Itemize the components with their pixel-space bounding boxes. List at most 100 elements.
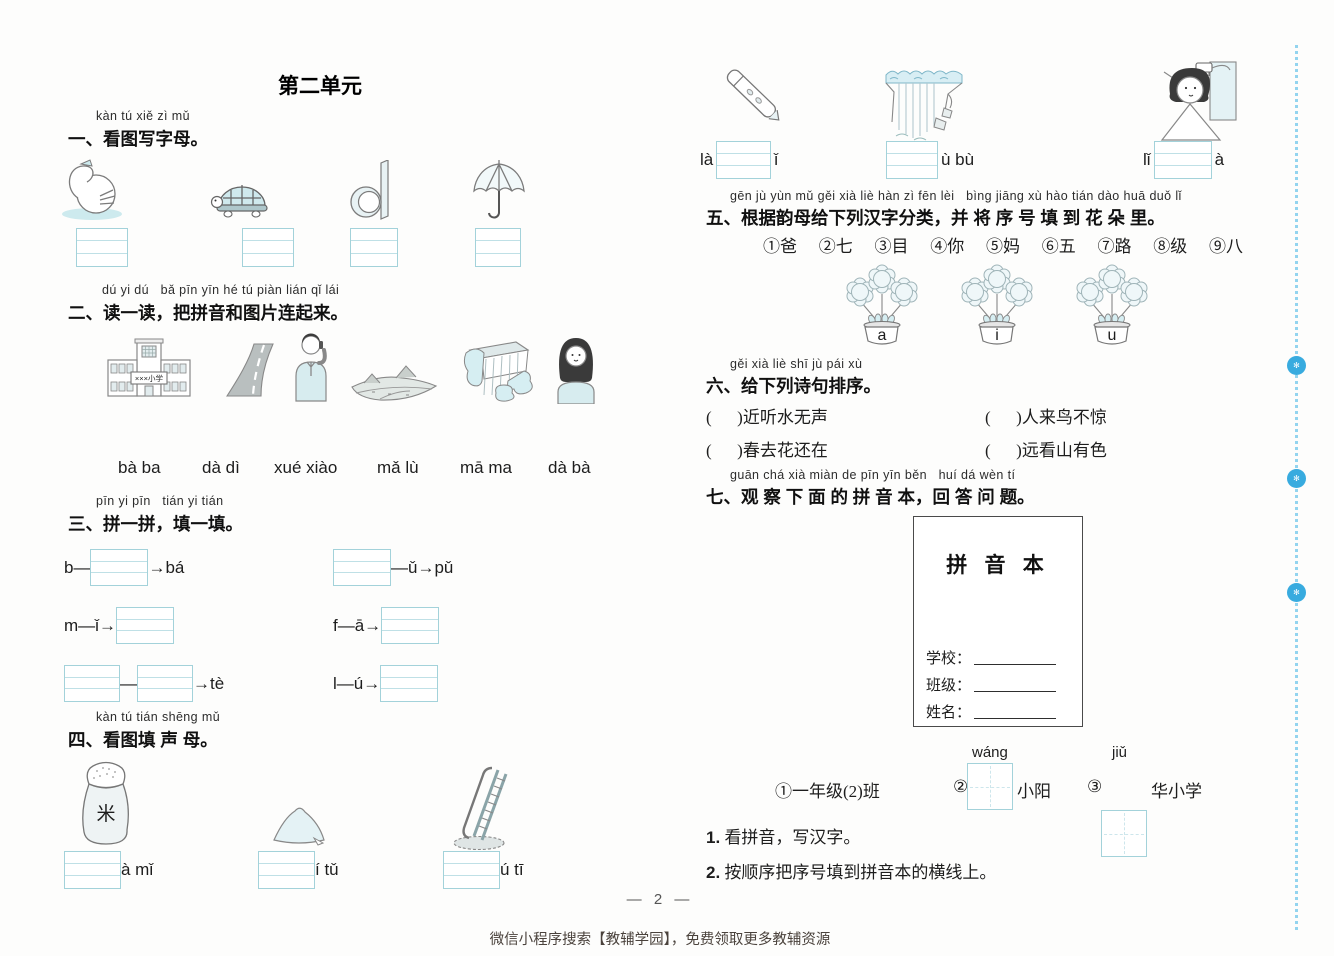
spell-post: —ǔ→pǔ (391, 557, 454, 577)
numbered-char: ⑥五 (1041, 237, 1076, 256)
stamp-badge: ✻ (1287, 469, 1306, 488)
notebook-field-line[interactable] (974, 651, 1057, 665)
woman-image (552, 334, 600, 404)
initial-item: à mǐ (64, 851, 153, 889)
stamp-badge: ✻ (1287, 583, 1306, 602)
question-text: 看拼音，写汉字。 (720, 828, 861, 847)
spell-pre: b— (64, 557, 91, 577)
notebook-field-line[interactable] (974, 705, 1057, 719)
flower-letter: a (878, 327, 887, 344)
answer-box[interactable] (381, 607, 440, 644)
pinyin-label: mā ma (460, 458, 512, 477)
waterfall-image (884, 60, 964, 146)
haircut-image (1156, 58, 1242, 142)
section7-title: 七、观 察 下 面 的 拼 音 本，回 答 问 题。 (706, 487, 1035, 507)
flower-pot-a[interactable]: a (838, 264, 926, 348)
pinyin-notebook-cover: 拼 音 本 学校： 班级： 姓名： (913, 516, 1083, 727)
option-suffix: 小阳 (1017, 782, 1051, 801)
spell-item: l—ú→ (333, 665, 439, 702)
initial-item: í tǔ (258, 851, 339, 889)
answer-box[interactable] (137, 665, 193, 702)
pinyin-label: dà dì (202, 458, 240, 477)
dam-image (462, 337, 534, 403)
escalator-image (452, 766, 514, 852)
option-pinyin: jiǔ (1112, 744, 1128, 761)
option-number: ③ (1087, 777, 1103, 796)
answer-box[interactable] (115, 607, 174, 644)
spell-pre: l—ú→ (333, 673, 381, 693)
character-grid-box[interactable] (967, 763, 1013, 810)
initial-pre: lǐ (1143, 150, 1151, 169)
section5-pinyin: gēn jù yùn mǔ gěi xià liè hàn zì fēn lèi… (730, 189, 1182, 203)
pinyin-label: dà bà (548, 458, 591, 477)
answer-box[interactable] (350, 228, 398, 267)
answer-box[interactable] (716, 141, 772, 179)
answer-box[interactable] (1153, 141, 1212, 179)
spell-mid: — (120, 673, 137, 693)
notebook-field-label: 班级： (926, 678, 972, 694)
notebook-field-label: 学校： (926, 651, 972, 667)
verse-slot[interactable]: ( )人来鸟不惊 (985, 408, 1107, 427)
verse-slot[interactable]: ( )近听水无声 (706, 408, 828, 427)
page-title: 第二单元 (278, 75, 362, 98)
initial-item: lǐ à (1143, 141, 1224, 179)
answer-box[interactable] (64, 665, 120, 702)
question-2: 2. 按顺序把序号填到拼音本的横线上。 (706, 858, 996, 883)
numbered-char: ③目 (874, 237, 909, 256)
umbrella-image (470, 160, 528, 224)
spell-pre: m—ǐ→ (64, 615, 116, 635)
answer-box[interactable] (64, 851, 121, 889)
pinyin-label: bà ba (118, 458, 161, 477)
initial-post: í tǔ (315, 860, 339, 879)
spell-pre: f—ā→ (333, 615, 382, 635)
spell-item: f—ā→ (333, 607, 440, 644)
turtle-image (210, 176, 272, 220)
answer-box[interactable] (886, 141, 938, 179)
notebook-field-label: 姓名： (926, 705, 972, 721)
answer-box[interactable] (258, 851, 315, 889)
spell-post: →bá (148, 557, 185, 577)
flower-letter: i (995, 327, 999, 344)
question-number: 1. (706, 828, 721, 847)
question-text: 按顺序把序号填到拼音本的横线上。 (720, 863, 997, 882)
character-grid-box[interactable] (1101, 810, 1147, 857)
section2-pinyin: dú yi dú bǎ pīn yīn hé tú piàn lián qǐ l… (102, 283, 340, 297)
answer-box[interactable] (76, 228, 128, 267)
initial-post: à (1214, 150, 1225, 169)
answer-box[interactable] (380, 665, 439, 702)
initial-post: ù bù (941, 150, 975, 169)
numbered-char: ②七 (818, 237, 853, 256)
spell-post: →tè (193, 673, 225, 693)
school-image: ×××小学 (106, 336, 192, 398)
question-number: 2. (706, 863, 721, 882)
answer-box[interactable] (333, 549, 391, 586)
section4-pinyin: kàn tú tián shēng mǔ (96, 710, 221, 724)
flower-pot-i[interactable]: i (953, 264, 1041, 348)
option-item: ①一年级(2)班 (775, 782, 880, 801)
spell-item: — →tè (64, 665, 224, 702)
section7-pinyin: guān chá xià miàn de pīn yīn běn huí dá … (730, 468, 1016, 482)
rice-bag-image: 米 (78, 754, 134, 848)
answer-box[interactable] (443, 851, 500, 889)
answer-box[interactable] (475, 228, 521, 267)
character-list: ①爸 ②七 ③目 ④你 ⑤妈 ⑥五 ⑦路 ⑧级 ⑨八 (763, 232, 1243, 257)
section1-pinyin: kàn tú xiě zì mǔ (96, 109, 190, 123)
notebook-title: 拼 音 本 (946, 553, 1050, 577)
initial-item: ù bù (886, 141, 974, 179)
flower-pot-u[interactable]: u (1068, 264, 1156, 348)
numbered-char: ④你 (930, 237, 965, 256)
section5-title: 五、根据韵母给下列汉字分类，并 将 序 号 填 到 花 朵 里。 (706, 208, 1165, 228)
option-number: ② (953, 777, 969, 796)
verse-slot[interactable]: ( )远看山有色 (985, 441, 1107, 460)
soil-mound-image (270, 796, 328, 846)
answer-box[interactable] (242, 228, 294, 267)
numbered-char: ⑧级 (1153, 237, 1188, 256)
answer-box[interactable] (90, 549, 149, 586)
stamp-badge: ✻ (1287, 356, 1306, 375)
section6-title: 六、给下列诗句排序。 (706, 376, 881, 396)
verse-slot[interactable]: ( )春去花还在 (706, 441, 828, 460)
notebook-field-line[interactable] (974, 678, 1057, 692)
land-image (350, 357, 438, 403)
numbered-char: ⑤妈 (986, 237, 1020, 256)
initial-item: ú tī (443, 851, 524, 889)
